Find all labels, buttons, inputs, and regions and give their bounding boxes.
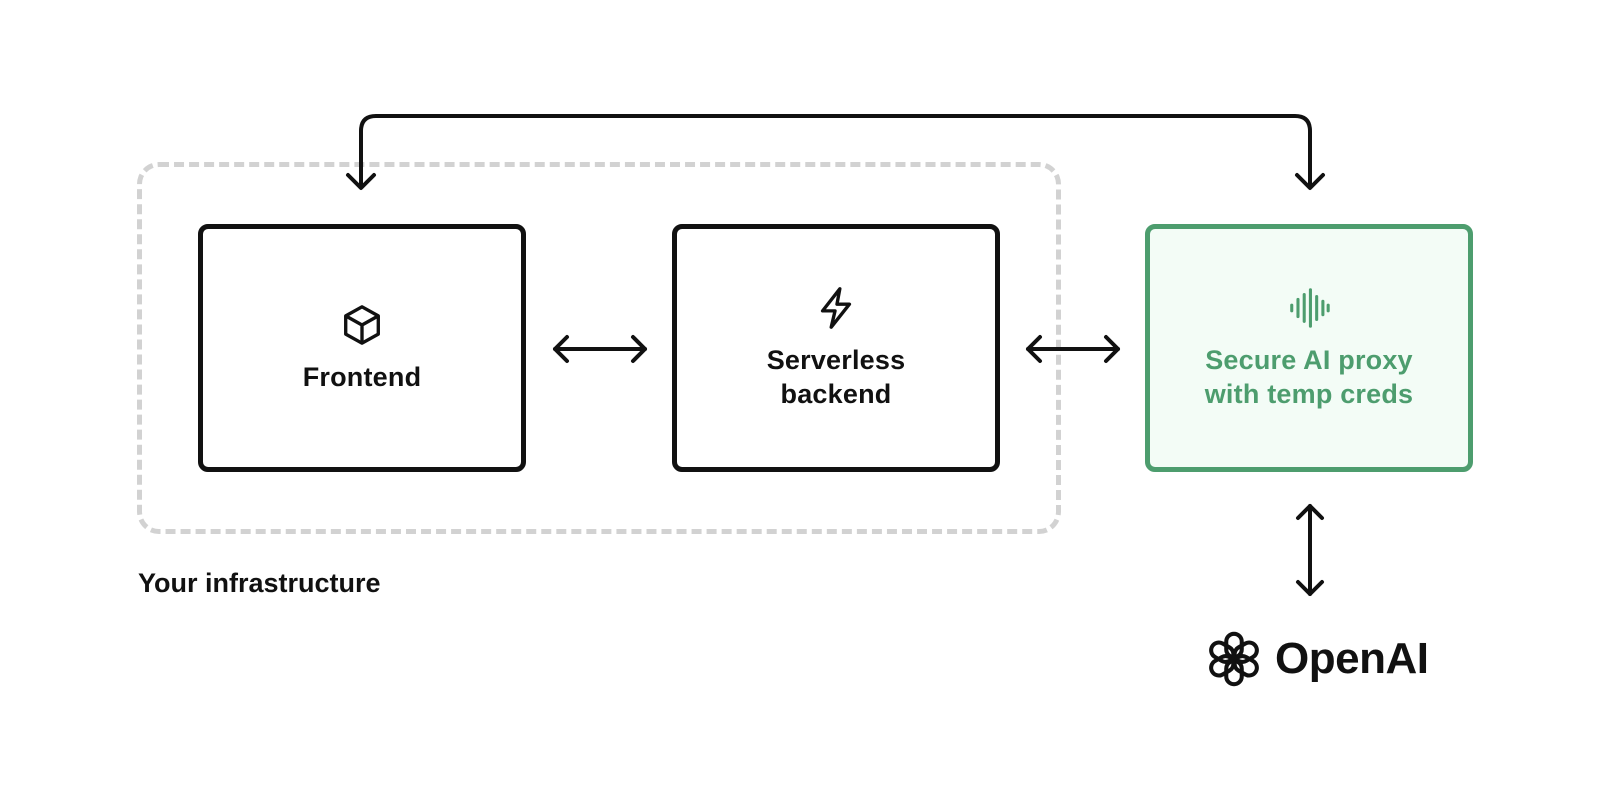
arrowhead-right (631, 335, 647, 363)
connector-frontend-proxy (359, 114, 1312, 189)
frontend-node: Frontend (198, 224, 526, 472)
serverless-backend-label-line: Serverless (766, 345, 906, 375)
arrowhead-left (553, 335, 569, 363)
arrowhead-into-frontend (346, 173, 376, 190)
openai-wordmark: OpenAI (1275, 634, 1429, 683)
secure-ai-proxy-label-line: Secure AI proxy (1205, 345, 1413, 375)
sound-wave-icon (1290, 288, 1330, 328)
cube-icon (344, 305, 380, 345)
arrowhead-into-proxy (1295, 173, 1325, 190)
openai-logo-icon (1209, 631, 1259, 687)
serverless-backend-label-line: backend (780, 379, 892, 409)
arrowhead-right (1104, 335, 1120, 363)
secure-ai-proxy-label-line: with temp creds (1204, 379, 1414, 409)
lightning-icon (820, 287, 852, 329)
secure-ai-proxy-label: Secure AI proxy with temp creds (1205, 343, 1414, 411)
arrowhead-down (1296, 580, 1324, 596)
arrowhead-up (1296, 504, 1324, 520)
infrastructure-group-label: Your infrastructure (138, 568, 381, 598)
arrowhead-left (1026, 335, 1042, 363)
openai-logo: OpenAI (1203, 628, 1429, 690)
secure-ai-proxy-node: Secure AI proxy with temp creds (1145, 224, 1473, 472)
serverless-backend-node: Serverless backend (672, 224, 1000, 472)
frontend-label: Frontend (302, 362, 422, 392)
serverless-backend-label: Serverless backend (767, 343, 906, 411)
